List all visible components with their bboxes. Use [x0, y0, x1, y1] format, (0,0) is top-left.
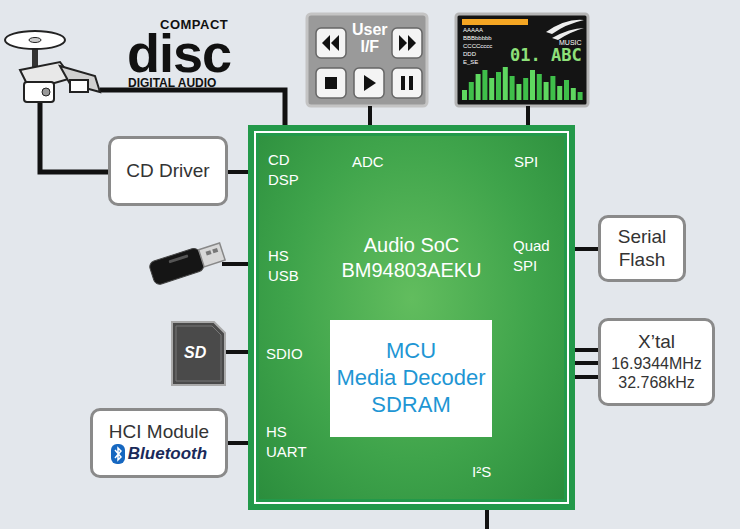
node-text: CCCCcccc	[463, 43, 492, 50]
core-box: MCUMedia DecoderSDRAM	[330, 320, 492, 437]
driver-box: CD Driver	[108, 136, 228, 206]
node-text: User I/F	[352, 22, 388, 56]
eq-bar	[557, 86, 562, 100]
node-text: X’tal	[638, 331, 675, 354]
eq-bar	[578, 92, 583, 100]
bus-line	[228, 441, 248, 445]
node-text: Media Decoder	[336, 365, 485, 392]
node-text: 01. ABC	[510, 45, 582, 65]
port-label: SDIO	[266, 344, 303, 364]
bus-line	[228, 170, 248, 174]
display-panel: AAAAABBBbbbbbCCCCccccDDDE_SEMUSIC01. ABC	[456, 14, 588, 106]
port-label: Quad SPI	[513, 236, 550, 275]
sd-card	[172, 322, 248, 385]
node-text: HCI Module	[109, 421, 209, 444]
eq-bar	[482, 70, 487, 100]
eq-bar	[564, 80, 569, 100]
eq-bar	[489, 78, 494, 100]
port-label: I²S	[472, 462, 491, 482]
card-logo: SD	[184, 344, 206, 362]
port-label: CD DSP	[268, 150, 299, 189]
node-text: MCU	[386, 338, 436, 365]
node-text: CD Driver	[126, 160, 209, 183]
node-text: DDD	[463, 51, 476, 58]
port-label: HS USB	[268, 246, 299, 285]
bluetooth-logo: Bluetooth	[111, 444, 207, 464]
eq-bar	[516, 84, 521, 100]
display-panel	[456, 14, 588, 106]
crystal-box: X’tal16.9344MHz32.768kHz	[598, 318, 715, 406]
usb-stick	[148, 240, 248, 286]
eq-bar	[462, 90, 467, 100]
node-text: 32.768kHz	[618, 373, 695, 392]
bus-line	[575, 361, 598, 365]
node-text: AAAAA	[463, 27, 483, 34]
node-text: Serial Flash	[618, 226, 667, 272]
port-label: ADC	[352, 152, 384, 172]
eq-bar	[544, 82, 549, 100]
eq-bar	[537, 74, 542, 100]
flash-box: Serial Flash	[598, 215, 686, 282]
eq-bar	[523, 78, 528, 100]
eq-bar	[571, 88, 576, 100]
crystal-wire	[575, 350, 598, 377]
eq-bar	[503, 67, 508, 100]
node-text: Bluetooth	[128, 444, 207, 464]
port-label: SPI	[514, 152, 538, 172]
node-text: SDRAM	[371, 392, 450, 419]
eq-bar	[469, 82, 474, 100]
node-text: E_SE	[463, 59, 478, 66]
node-text: 16.9344MHz	[611, 354, 702, 373]
eq-bar	[496, 72, 501, 100]
logo-text: disc	[127, 26, 231, 80]
user-panel	[307, 14, 427, 106]
eq-bar	[550, 76, 555, 100]
eq-bar	[476, 74, 481, 100]
eq-bar	[510, 76, 515, 100]
i2s-wire	[485, 508, 489, 529]
bus-line	[368, 106, 372, 125]
port-label: HS UART	[266, 422, 307, 461]
bus-line	[575, 247, 598, 251]
bluetooth-module-box: HCI ModuleBluetooth	[90, 408, 228, 478]
node-text: BBBbbbbb	[463, 35, 492, 42]
user-interface-panel: User I/F	[307, 14, 427, 106]
eq-bar	[530, 70, 535, 100]
bluetooth-rune	[111, 444, 125, 464]
logo-text: DIGITAL AUDIO	[128, 76, 216, 90]
bus-line	[526, 106, 530, 125]
